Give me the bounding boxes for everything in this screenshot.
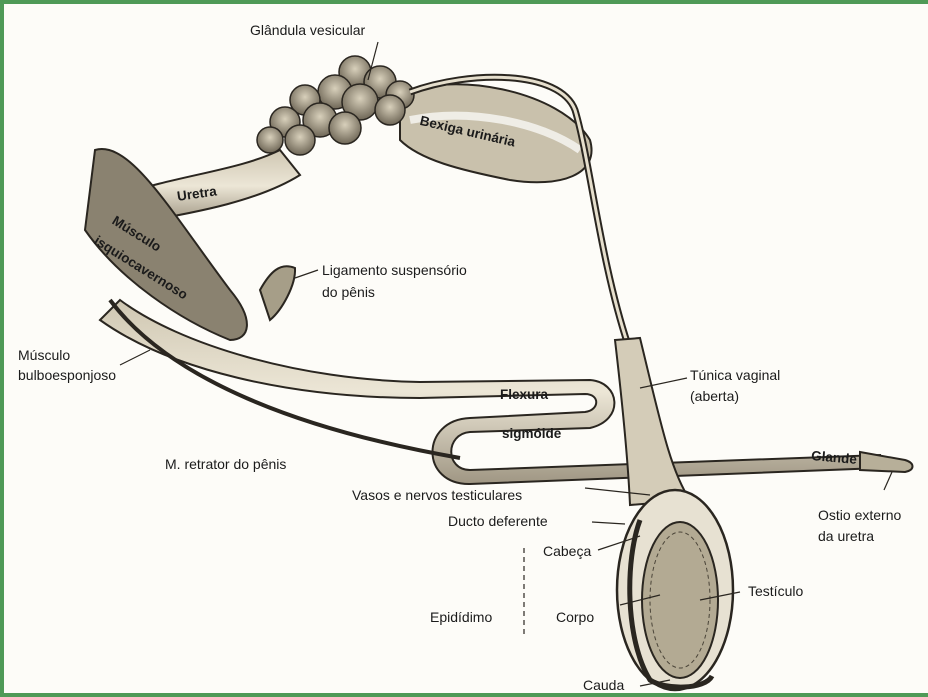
testis-shape	[642, 522, 718, 678]
label-ligamento-2: do pênis	[322, 284, 375, 301]
label-flexura: Flexura	[500, 386, 548, 403]
label-tunica-2: (aberta)	[690, 388, 739, 405]
vesicular-gland-shape	[257, 56, 414, 155]
label-cauda: Cauda	[583, 677, 624, 694]
glans-shape	[860, 452, 913, 472]
label-corpo: Corpo	[556, 609, 594, 626]
label-glandula-vesicular: Glândula vesicular	[250, 22, 365, 39]
label-musculo-bulbo-1: Músculo	[18, 347, 70, 364]
label-epididimo: Epidídimo	[430, 609, 492, 626]
spermatic-cord-shape	[615, 338, 690, 505]
label-vasos: Vasos e nervos testiculares	[352, 487, 522, 504]
label-sigmoide: sigmóide	[502, 425, 561, 442]
label-retrator: M. retrator do pênis	[165, 456, 286, 473]
label-ducto: Ducto deferente	[448, 513, 548, 530]
ligament-shape	[260, 266, 295, 320]
label-tunica-1: Túnica vaginal	[690, 367, 780, 384]
label-ostio-2: da uretra	[818, 528, 874, 545]
label-musculo-bulbo-2: bulboesponjoso	[18, 367, 116, 384]
label-cabeca: Cabeça	[543, 543, 591, 560]
label-ostio-1: Ostio externo	[818, 507, 901, 524]
label-ligamento-1: Ligamento suspensório	[322, 262, 467, 279]
label-testiculo: Testículo	[748, 583, 803, 600]
